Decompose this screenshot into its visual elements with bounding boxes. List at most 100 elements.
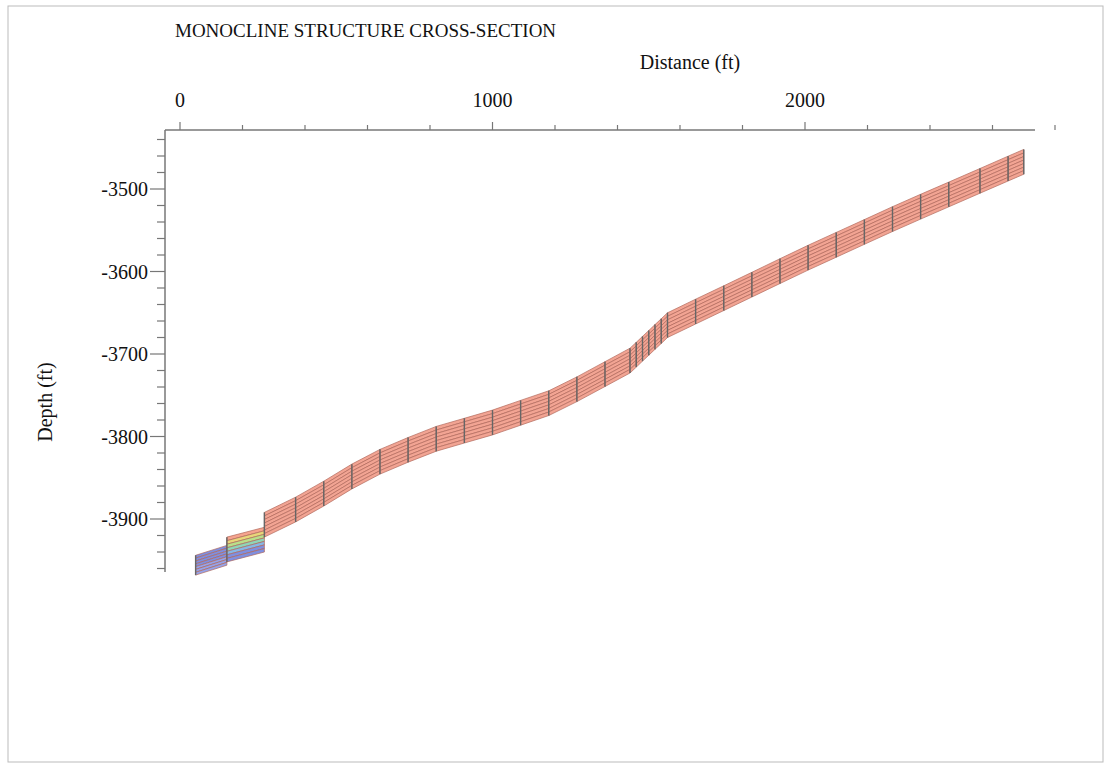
grid-column-line xyxy=(576,377,577,402)
depth-tick xyxy=(157,287,165,288)
depth-tick xyxy=(157,320,165,321)
distance-tick xyxy=(992,125,993,130)
grid-layer xyxy=(724,294,752,311)
grid-layer xyxy=(649,346,655,355)
depth-tick xyxy=(157,238,165,239)
depth-tick xyxy=(157,551,165,552)
grid-column-line xyxy=(1007,156,1008,181)
grid-layer xyxy=(324,482,352,503)
grid-column-line xyxy=(836,232,837,257)
depth-tick xyxy=(157,172,165,173)
grid-layer xyxy=(921,203,949,219)
grid-layer xyxy=(655,340,661,349)
grid-layer xyxy=(864,228,892,244)
tick-label: -3900 xyxy=(101,509,148,529)
grid-column-line xyxy=(604,362,605,387)
depth-tick xyxy=(157,337,165,338)
grid-layer xyxy=(196,562,227,575)
grid-column-line xyxy=(636,342,637,367)
grid-column-line xyxy=(295,497,296,522)
distance-tick xyxy=(367,125,368,130)
grid-column-line xyxy=(807,245,808,270)
grid-column-line xyxy=(1023,149,1024,174)
depth-tick xyxy=(157,485,165,486)
grid-layer xyxy=(464,431,492,443)
depth-tick xyxy=(157,221,165,222)
depth-tick xyxy=(150,353,165,354)
grid-layer xyxy=(643,352,649,361)
tick-label: -3700 xyxy=(101,344,148,364)
distance-tick xyxy=(492,122,493,130)
distance-axis xyxy=(165,129,1035,131)
distance-tick xyxy=(554,125,555,130)
tick-label: -3600 xyxy=(101,262,148,282)
axis-title: Distance (ft) xyxy=(640,52,741,72)
tick-label: -3800 xyxy=(101,427,148,447)
grid-column-line xyxy=(654,325,655,350)
chart-title: MONOCLINE STRUCTURE CROSS-SECTION xyxy=(175,21,556,40)
grid-column-line xyxy=(436,426,437,451)
distance-tick xyxy=(742,125,743,130)
grid-layer xyxy=(352,471,380,489)
tick-label: -3500 xyxy=(101,179,148,199)
grid-layer xyxy=(630,364,636,374)
grid-layer xyxy=(521,412,549,425)
grid-column-line xyxy=(195,555,196,575)
depth-tick xyxy=(157,155,165,156)
axis-title: Depth (ft) xyxy=(35,362,55,441)
grid-layer xyxy=(636,358,642,368)
depth-tick xyxy=(157,254,165,255)
grid-layer xyxy=(780,267,808,284)
depth-tick xyxy=(157,452,165,453)
figure-frame xyxy=(8,6,1103,762)
reservoir-grid xyxy=(196,149,1024,575)
grid-column-line xyxy=(779,259,780,284)
depth-tick xyxy=(150,188,165,189)
grid-column-line xyxy=(226,537,227,562)
grid-column-line xyxy=(351,464,352,489)
depth-tick xyxy=(150,271,165,272)
grid-layer xyxy=(893,216,921,232)
grid-column-line xyxy=(323,481,324,506)
depth-tick xyxy=(150,436,165,437)
grid-layer xyxy=(752,280,780,297)
distance-tick xyxy=(179,122,180,130)
grid-layer xyxy=(696,307,724,324)
grid-column-line xyxy=(695,299,696,324)
distance-tick xyxy=(1054,125,1055,130)
grid-layer xyxy=(949,190,980,207)
grid-layer xyxy=(493,422,521,435)
depth-tick xyxy=(157,370,165,371)
grid-layer xyxy=(227,549,265,562)
grid-layer xyxy=(808,254,836,270)
grid-column-line xyxy=(667,313,668,338)
grid-layer xyxy=(668,321,696,338)
grid-layer xyxy=(408,448,436,463)
distance-tick xyxy=(242,125,243,130)
grid-column-line xyxy=(492,410,493,435)
tick-label: 1000 xyxy=(473,90,513,110)
grid-column-line xyxy=(751,272,752,297)
depth-axis xyxy=(164,130,166,572)
grid-layer xyxy=(324,485,352,506)
distance-tick xyxy=(304,125,305,130)
grid-layer xyxy=(661,334,667,343)
grid-column-line xyxy=(723,286,724,311)
depth-tick xyxy=(157,386,165,387)
grid-column-line xyxy=(520,400,521,425)
tick-label: 2000 xyxy=(785,90,825,110)
distance-tick xyxy=(617,125,618,130)
grid-column-line xyxy=(548,391,549,416)
grid-layer xyxy=(980,177,1008,193)
grid-column-line xyxy=(864,220,865,245)
axis-ticks xyxy=(150,122,1055,569)
grid-column-line xyxy=(464,418,465,443)
grid-layer xyxy=(577,383,605,402)
depth-tick xyxy=(157,205,165,206)
grid-column-line xyxy=(379,449,380,474)
depth-tick xyxy=(157,502,165,503)
distance-tick xyxy=(429,125,430,130)
grid-layer xyxy=(380,459,408,474)
tick-label: 0 xyxy=(175,90,185,110)
